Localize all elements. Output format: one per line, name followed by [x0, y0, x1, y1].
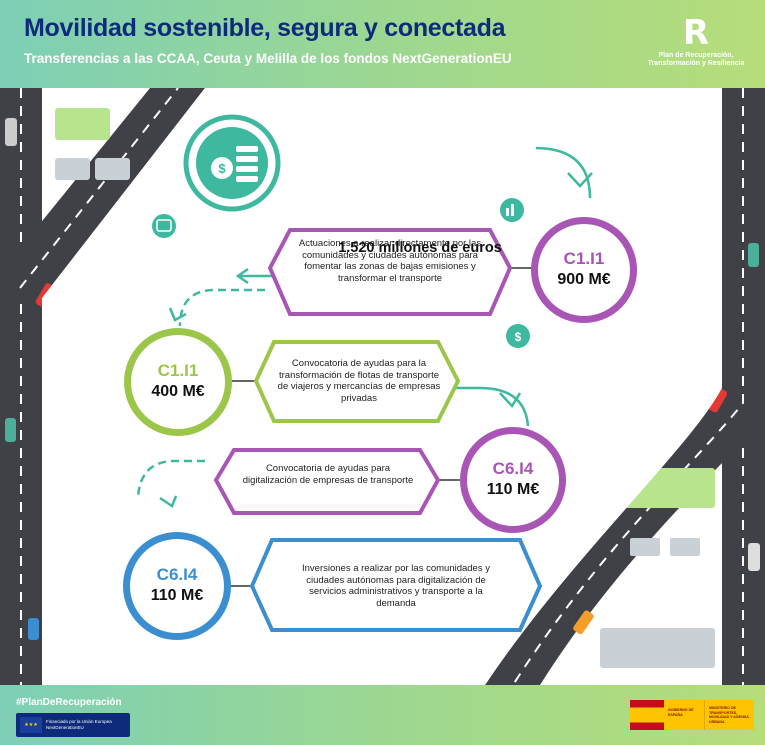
recovery-plan-label: Plan de Recuperación, Transformación y R…: [647, 52, 745, 67]
node-description: Convocatoria de ayudas para digitalizaci…: [242, 463, 414, 486]
gobierno-text: GOBIERNO DE ESPAÑA: [668, 708, 694, 717]
node-amount: 110 M€: [486, 481, 540, 498]
eu-nextgen-logo: ★★★ Financiado por la Unión Europea Next…: [16, 713, 130, 737]
node-code: C1.I1: [563, 249, 605, 268]
eu-logo-text: Financiado por la Unión Europea NextGene…: [46, 719, 112, 730]
gobierno-logo: GOBIERNO DE ESPAÑA: [664, 700, 704, 730]
svg-text:$: $: [515, 330, 522, 344]
node-description: Inversiones a realizar por las comunidad…: [302, 563, 490, 609]
ministry-text: MINISTERIO DE TRANSPORTES, MOVILIDAD Y A…: [709, 706, 749, 724]
node-c1i1-400: C1.I1 400 M€: [124, 328, 232, 436]
header-banner: Movilidad sostenible, segura y conectada…: [0, 0, 765, 88]
node-amount: 400 M€: [151, 383, 205, 400]
page-title: Movilidad sostenible, segura y conectada: [24, 14, 506, 42]
page-subtitle: Transferencias a las CCAA, Ceuta y Melil…: [24, 51, 512, 66]
node-amount: 110 M€: [150, 587, 204, 604]
total-amount: 1.520 millones de euros: [338, 240, 502, 256]
node-code: C6.I4: [492, 459, 534, 478]
node-description: Convocatoria de ayudas para la transform…: [277, 358, 441, 404]
node-c6i4-110-a: C6.I4 110 M€: [460, 427, 566, 533]
footer-banner: #PlanDeRecuperación ★★★ Financiado por l…: [0, 685, 765, 745]
ministry-logo: MINISTERIO DE TRANSPORTES, MOVILIDAD Y A…: [704, 700, 754, 730]
eu-flag-icon: ★★★: [20, 717, 42, 733]
hashtag: #PlanDeRecuperación: [16, 697, 122, 708]
node-c1i1-900: C1.I1 900 M€: [531, 217, 637, 323]
map-background: $ $ 1.520 millones de euros C1.I1 900 M€…: [0, 88, 765, 685]
node-description: Actuaciones a realizar directamente por …: [298, 238, 482, 284]
spain-flag-icon: [630, 700, 664, 730]
node-amount: 900 M€: [557, 271, 611, 288]
recovery-plan-logo: R Plan de Recuperación, Transformación y…: [636, 14, 756, 68]
node-code: C6.I4: [156, 565, 198, 584]
node-c6i4-110-b: C6.I4 110 M€: [123, 532, 231, 640]
node-code: C1.I1: [157, 361, 199, 380]
svg-text:$: $: [218, 161, 226, 176]
recovery-plan-r-icon: R: [682, 13, 710, 53]
